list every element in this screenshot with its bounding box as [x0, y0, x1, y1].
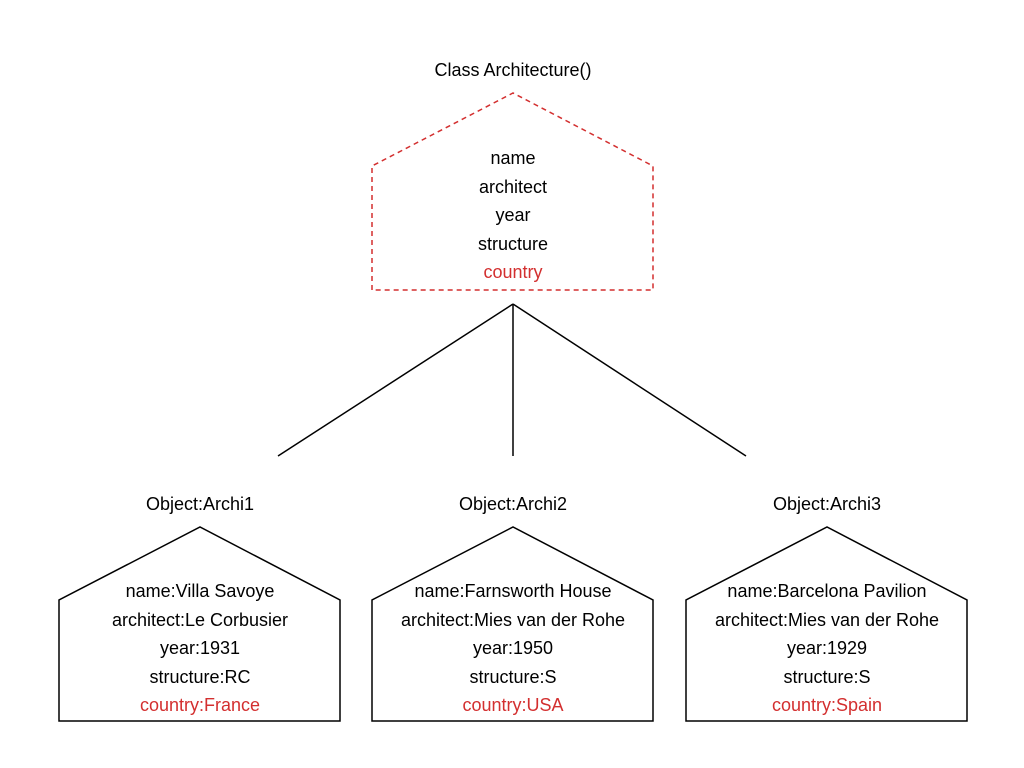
class-attribute: year — [495, 205, 531, 225]
class-attribute-highlight: country — [483, 262, 543, 282]
object-title-archi1: Object:Archi1 — [145, 494, 255, 514]
class-attributes: name architect year structure country — [478, 144, 548, 287]
connector-archi3 — [512, 303, 747, 457]
object-attribute-highlight: country:France — [139, 695, 261, 715]
class-house-shape — [371, 92, 654, 291]
object-house-shape-archi3 — [685, 526, 968, 722]
object-attribute: name:Barcelona Pavilion — [727, 581, 927, 601]
connector-archi1 — [277, 303, 514, 457]
object-attribute: year:1950 — [472, 638, 554, 658]
object-title-archi2: Object:Archi2 — [458, 494, 568, 514]
object-attribute-highlight: country:Spain — [771, 695, 883, 715]
object-attribute: architect:Mies van der Rohe — [400, 609, 626, 630]
object-attribute: structure:S — [783, 666, 871, 687]
class-attribute: architect — [478, 176, 548, 197]
class-attribute: name — [490, 148, 536, 168]
object-attribute: structure:RC — [149, 666, 251, 687]
object-attributes-archi2: name:Farnsworth House architect:Mies van… — [401, 577, 625, 720]
object-attribute: name:Farnsworth House — [414, 581, 612, 601]
class-title: Class Architecture() — [434, 60, 592, 80]
object-attribute: structure:S — [469, 666, 557, 687]
class-attribute: structure — [477, 233, 549, 254]
object-attributes-archi1: name:Villa Savoye architect:Le Corbusier… — [112, 577, 288, 720]
object-attribute: architect:Le Corbusier — [111, 609, 289, 630]
object-attribute: year:1931 — [159, 638, 241, 658]
object-title-archi3: Object:Archi3 — [772, 494, 882, 514]
object-attribute-highlight: country:USA — [462, 695, 564, 715]
object-attribute: name:Villa Savoye — [125, 581, 275, 601]
object-attribute: architect:Mies van der Rohe — [714, 609, 940, 630]
object-attributes-archi3: name:Barcelona Pavilion architect:Mies v… — [715, 577, 939, 720]
object-house-shape-archi1 — [58, 526, 341, 722]
object-attribute: year:1929 — [786, 638, 868, 658]
object-house-shape-archi2 — [371, 526, 654, 722]
